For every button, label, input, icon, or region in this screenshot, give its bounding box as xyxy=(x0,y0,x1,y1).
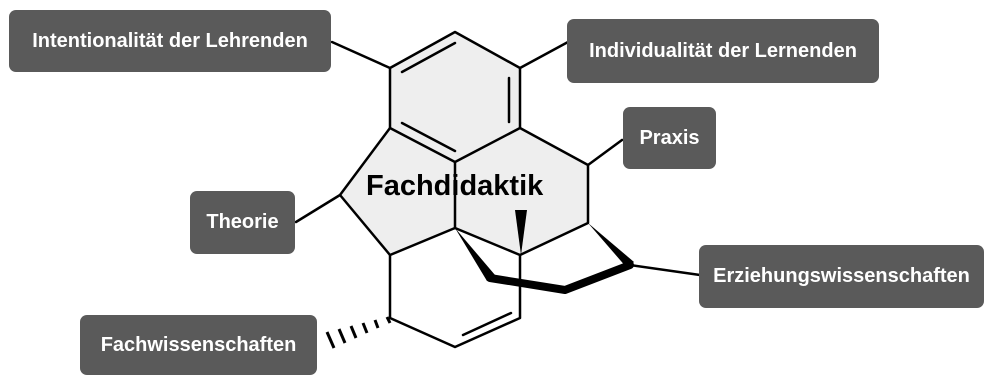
wedge-bond-left xyxy=(455,228,495,281)
label-individualitaet: Individualität der Lernenden xyxy=(567,19,879,83)
ring-fill-right xyxy=(455,128,588,255)
hashed-bond-fachwissenschaften xyxy=(325,316,392,349)
bond-ring-lower xyxy=(388,253,522,349)
label-erziehungswissenschaften: Erziehungswissenschaften xyxy=(699,245,984,308)
center-title: Fachdidaktik xyxy=(366,170,544,202)
label-theorie: Theorie xyxy=(190,191,295,254)
label-fachwissenschaften: Fachwissenschaften xyxy=(80,315,317,375)
connector-individualitaet xyxy=(518,40,570,70)
connector-praxis xyxy=(586,138,624,167)
wedge-bond-center xyxy=(515,210,527,255)
bond-double-bottom xyxy=(400,121,457,153)
label-praxis: Praxis xyxy=(623,107,716,169)
ring-fill-left xyxy=(340,128,455,255)
label-intentionalitaet: Intentionalität der Lehrenden xyxy=(9,10,331,72)
wedge-bond-right xyxy=(588,223,634,268)
connector-erziehung xyxy=(628,263,702,277)
bond-double-lower xyxy=(461,311,513,337)
ring-fill-benzene xyxy=(390,32,520,162)
bond-double-top xyxy=(400,41,457,74)
connector-intentionalitaet xyxy=(330,40,392,70)
bond-bold-bridge xyxy=(486,261,634,294)
connector-theorie xyxy=(294,193,342,224)
